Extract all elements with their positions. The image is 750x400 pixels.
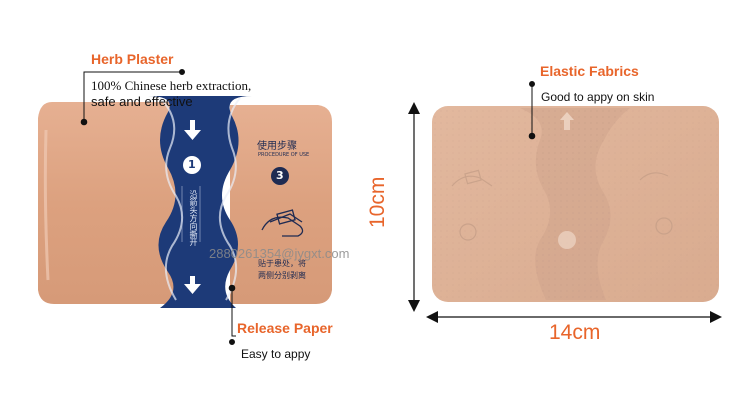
leader-line-herb: [80, 69, 185, 126]
step-one-badge: [183, 156, 201, 174]
width-dimension-arrow: [426, 311, 722, 323]
herb-plaster-title: Herb Plaster: [91, 51, 174, 67]
elastic-fabric-product: [432, 106, 719, 302]
usage-title: 使用步骤: [257, 141, 297, 152]
down-arrow-icon: [184, 120, 201, 140]
elastic-fabrics-title: Elastic Fabrics: [540, 63, 639, 79]
width-label: 14cm: [549, 321, 601, 344]
patch-illustration-icon: [261, 209, 304, 237]
bottom-instruction-line1: 贴于患处，将: [258, 259, 306, 268]
leader-line-elastic: [528, 81, 536, 140]
elastic-fabrics-desc: Good to appy on skin: [541, 90, 655, 104]
usage-print: [261, 167, 304, 237]
bottom-instruction-line2: 两侧分别剥离: [258, 271, 306, 280]
release-paper-title: Release Paper: [237, 320, 333, 336]
down-arrow-icon: [184, 276, 201, 294]
height-label: 10cm: [366, 176, 389, 228]
herb-plaster-desc-line1: 100% Chinese herb extraction,: [91, 78, 252, 93]
step-three-number: 3: [276, 169, 284, 182]
release-paper-strip: [148, 96, 252, 308]
step-one-number: 1: [188, 158, 196, 171]
vertical-instruction: 沿箭头方向撕开: [189, 190, 198, 246]
leader-line-release: [228, 284, 236, 345]
herb-plaster-desc-line2: safe and effective: [91, 94, 193, 109]
height-dimension-arrow: [408, 102, 420, 312]
watermark-text: 2880261354@jygxt.com: [209, 246, 350, 261]
release-paper-desc: Easy to appy: [241, 347, 311, 361]
step-three-badge: [271, 167, 289, 185]
usage-subtitle: PROCEDURE OF USE: [258, 152, 310, 158]
